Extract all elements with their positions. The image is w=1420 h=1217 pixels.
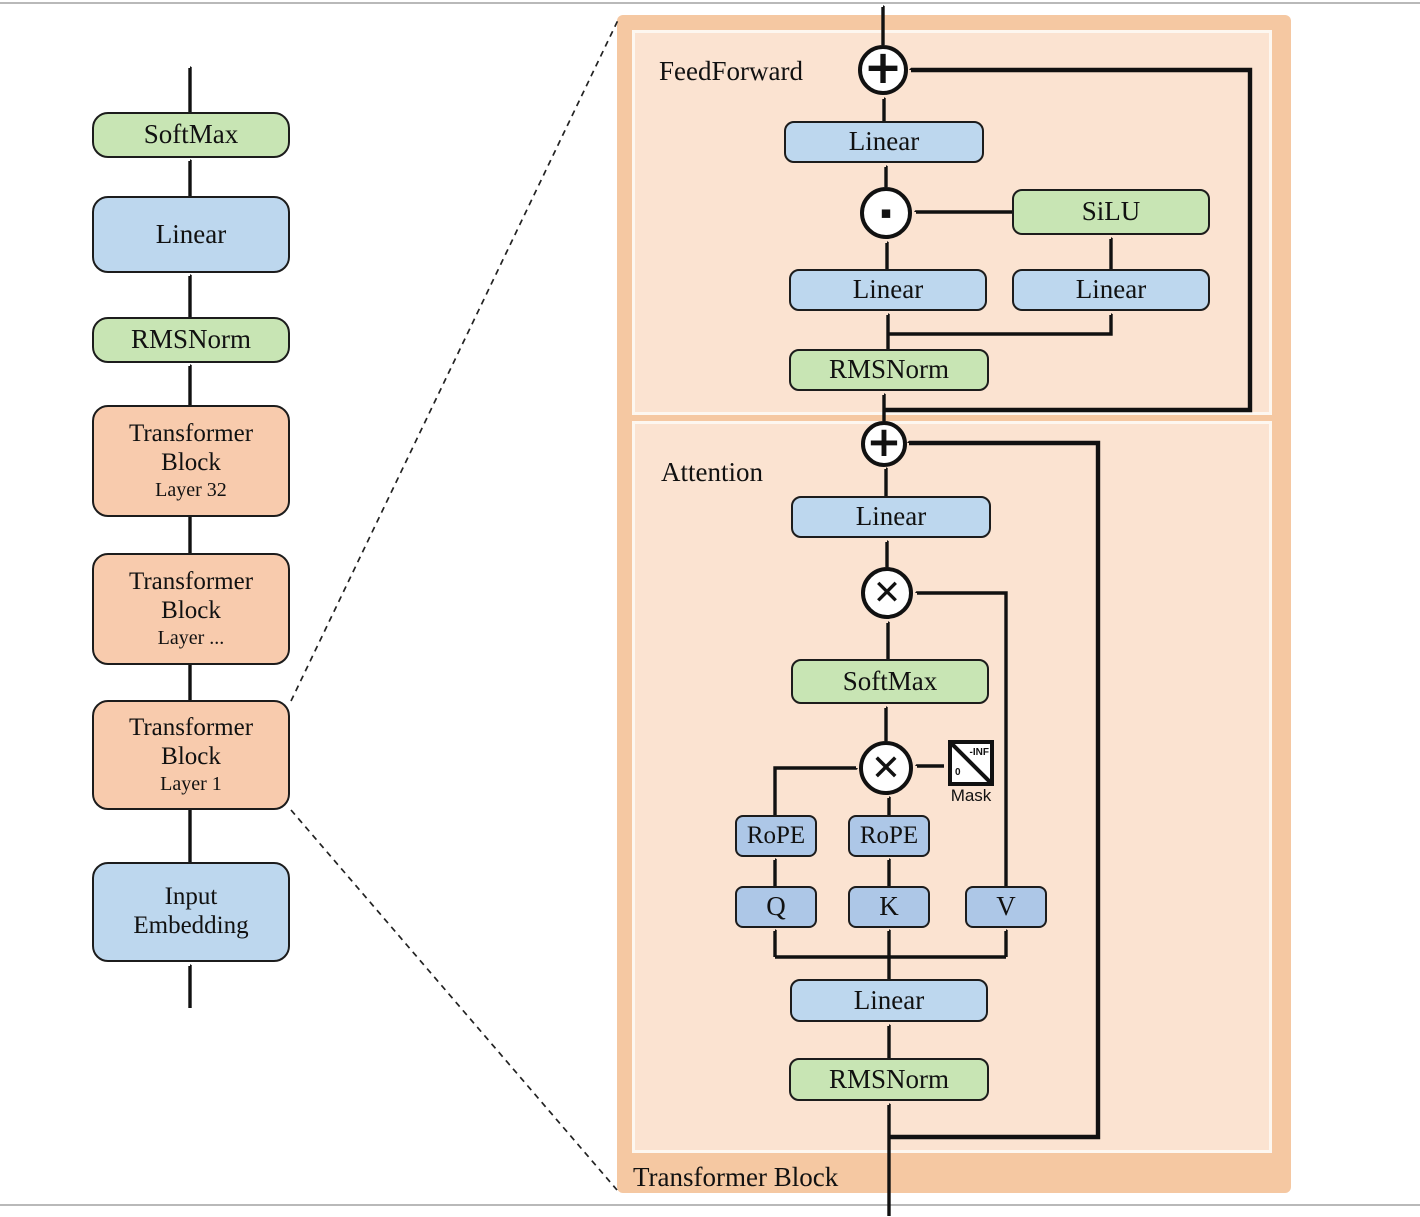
attn-in-linear-label: Linear [853, 984, 925, 1015]
attn-in-rmsnorm-label: RMSNorm [828, 1063, 950, 1094]
feedforward-out-linear: Linear [784, 121, 984, 163]
block-label: Transformer Block [128, 419, 254, 476]
block-label: Transformer Block [128, 713, 254, 770]
arrow-ropeq-to-matmul [773, 766, 856, 815]
query-box: Q [735, 886, 817, 928]
attention-section-box [632, 421, 1272, 1153]
pipeline-linear-label: Linear [155, 218, 227, 249]
ff-gate-linear-label: Linear [852, 274, 924, 305]
multiply-icon: ✕ [870, 747, 902, 789]
ff-out-linear-label: Linear [848, 126, 920, 157]
elementwise-multiply-operator: ▪ [860, 187, 912, 239]
pipeline-linear: Linear [92, 196, 290, 273]
attn-softmax-label: SoftMax [842, 665, 938, 696]
feedforward-add-operator: + [858, 40, 908, 95]
attention-out-linear: Linear [791, 496, 991, 538]
transformer-block-panel-title: Transformer Block [633, 1162, 839, 1192]
input-embedding-label: Input Embedding [133, 883, 249, 939]
dot-icon: ▪ [880, 203, 892, 223]
query-key-matmul-operator: ✕ [859, 741, 913, 795]
zoom-guide-bottom-dashed-line [290, 809, 618, 1191]
multiply-icon: ✕ [872, 573, 902, 613]
rope-q-label: RoPE [746, 821, 806, 849]
feedforward-up-linear: Linear [1012, 269, 1210, 311]
value-box: V [965, 886, 1047, 928]
pipeline-input-embedding: Input Embedding [92, 862, 290, 962]
k-label: K [879, 891, 899, 922]
mask-label: Mask [950, 786, 992, 805]
mask-bottom-value: 0 [955, 767, 961, 778]
feedforward-section-label: FeedForward [659, 56, 803, 86]
pipeline-transformer-block-32: Transformer Block Layer 32 [92, 405, 290, 517]
block-label: Transformer Block [128, 567, 254, 624]
attention-residual-wire [889, 443, 1101, 1140]
attn-out-linear-label: Linear [855, 501, 927, 532]
top-frame-line [0, 2, 1420, 4]
block-sublabel: Layer ... [157, 627, 225, 650]
scores-value-matmul-operator: ✕ [861, 567, 913, 619]
bottom-frame-line [0, 1204, 1420, 1206]
pipeline-transformer-block-dots: Transformer Block Layer ... [92, 553, 290, 665]
block-sublabel: Layer 32 [155, 479, 227, 502]
ff-rmsnorm-label: RMSNorm [828, 354, 950, 385]
attention-section-label: Attention [661, 457, 763, 487]
block-sublabel: Layer 1 [160, 773, 222, 796]
q-label: Q [766, 891, 786, 922]
feedforward-residual-wire [884, 70, 1253, 413]
pipeline-transformer-block-1: Transformer Block Layer 1 [92, 700, 290, 810]
plus-icon: + [866, 416, 902, 466]
attention-softmax: SoftMax [791, 659, 989, 704]
pipeline-softmax: SoftMax [92, 112, 290, 158]
attention-in-linear: Linear [790, 979, 988, 1022]
zoom-guide-top-dashed-line [290, 17, 620, 702]
qkv-split-wire [775, 955, 1006, 979]
key-box: K [848, 886, 930, 928]
attention-add-operator: + [861, 417, 907, 467]
rope-q: RoPE [735, 815, 817, 857]
branch-to-uplinear [888, 315, 1111, 336]
v-label: V [996, 891, 1016, 922]
rope-k-label: RoPE [859, 821, 919, 849]
pipeline-rmsnorm: RMSNorm [92, 317, 290, 363]
mask-diagonal [952, 744, 990, 782]
ff-up-linear-label: Linear [1075, 274, 1147, 305]
feedforward-gate-linear: Linear [789, 269, 987, 311]
feedforward-silu: SiLU [1012, 189, 1210, 235]
pipeline-rmsnorm-label: RMSNorm [130, 324, 252, 355]
pipeline-softmax-label: SoftMax [143, 119, 239, 150]
mask-top-value: -INF [969, 747, 989, 758]
v-wire-to-matmul2 [917, 593, 1008, 886]
plus-icon: + [863, 40, 903, 94]
causal-mask-icon: -INF 0 [948, 740, 994, 786]
rope-k: RoPE [848, 815, 930, 857]
attention-in-rmsnorm: RMSNorm [789, 1058, 989, 1101]
silu-label: SiLU [1081, 196, 1141, 227]
feedforward-rmsnorm: RMSNorm [789, 349, 989, 391]
